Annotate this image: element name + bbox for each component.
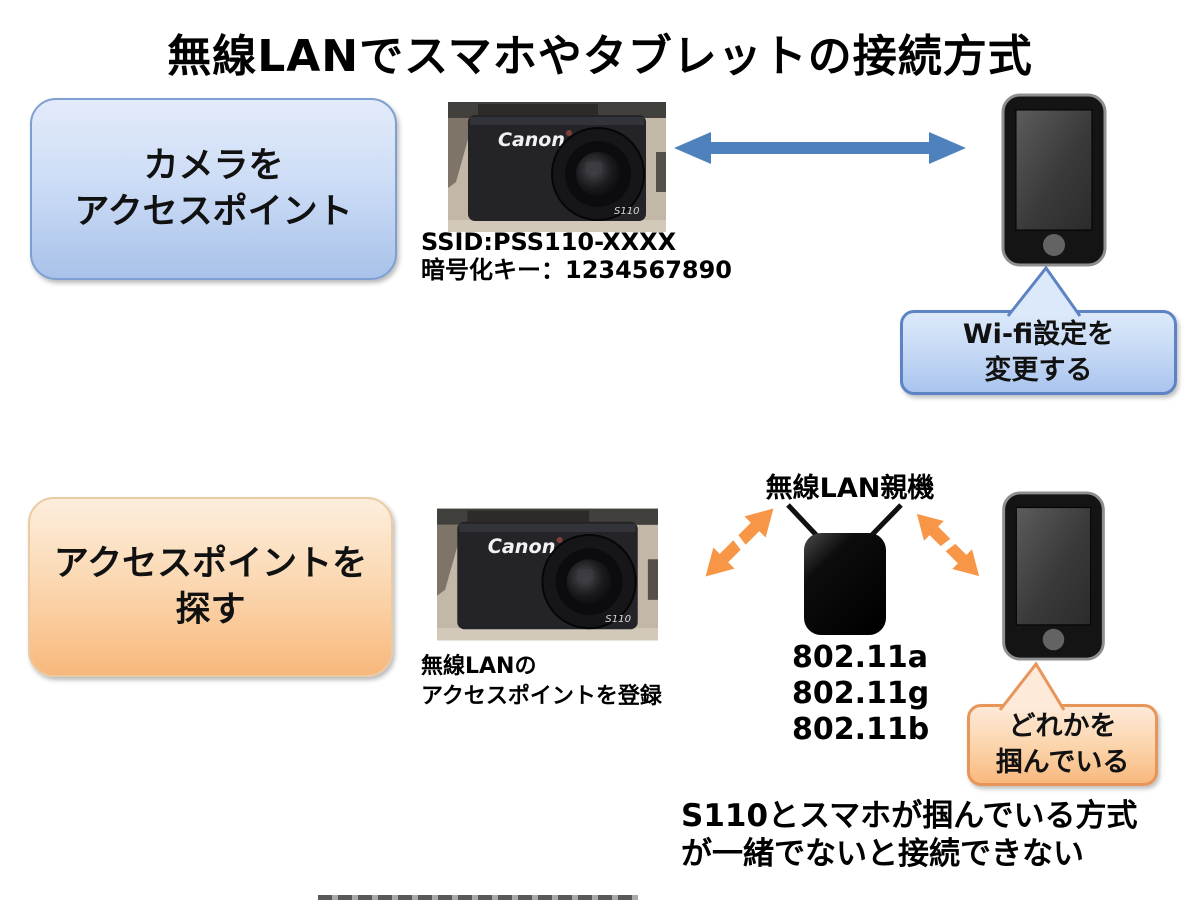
wifi-settings-line1: Wi-fi設定を <box>962 318 1115 350</box>
signal-arrow-left <box>705 508 774 577</box>
camera-as-access-point-line1: カメラを <box>143 146 284 186</box>
camera-as-access-point-box: カメラを アクセスポイント <box>30 98 397 280</box>
find-access-point-line2: 探す <box>175 590 246 630</box>
camera-red-dot <box>566 130 572 136</box>
find-access-point-line1: アクセスポイントを <box>53 544 368 584</box>
holding-one-line2: 掴んでいる <box>995 747 1130 778</box>
antenna-right <box>866 503 903 541</box>
blue-callout-tail <box>1006 265 1082 317</box>
wifi-settings-callout: Wi-fi設定を 変更する <box>900 310 1177 395</box>
connection-requirement-note: S110とスマホが掴んでいる方式 が一緒でないと接続できない <box>681 797 1161 873</box>
phone-screen <box>1015 507 1092 626</box>
camera-as-access-point-line2: アクセスポイント <box>74 192 353 232</box>
phone-screen <box>1015 109 1093 231</box>
camera-lens-glass <box>566 559 612 604</box>
standard-802-11a: 802.11a <box>792 640 929 675</box>
camera-photo: Canon S110 <box>437 508 658 641</box>
orange-callout-tail <box>998 661 1066 711</box>
standard-802-11g: 802.11g <box>792 676 930 711</box>
double-arrow-blue <box>674 132 966 164</box>
camera-red-dot <box>556 536 563 544</box>
phone-home-button <box>1042 628 1065 651</box>
find-access-point-box: アクセスポイントを 探す <box>28 497 393 677</box>
camera-photo: Canon S110 <box>448 102 666 232</box>
cropped-text-remnant <box>318 895 638 900</box>
ssid-line: SSID:PSS110-XXXX <box>421 228 677 256</box>
access-point-device <box>786 503 903 635</box>
wifi-standards-list: 802.11a 802.11g 802.11b <box>792 640 952 748</box>
register-access-point-note: 無線LANの アクセスポイントを登録 <box>421 652 761 712</box>
wifi-settings-line2: 変更する <box>984 354 1093 386</box>
camera-lens-glass <box>576 152 620 196</box>
standard-802-11b: 802.11b <box>792 712 930 747</box>
wireless-router-label: 無線LAN親機 <box>765 473 935 504</box>
smartphone <box>1001 93 1107 267</box>
page-title: 無線LANでスマホやタブレットの接続方式 <box>167 31 1033 82</box>
signal-arrow-right <box>916 513 980 577</box>
antenna-left <box>786 503 822 541</box>
camera-model-label: S110 <box>614 206 639 217</box>
ssid-info: SSID:PSS110-XXXX 暗号化キー：1234567890 <box>421 228 791 284</box>
holding-one-callout: どれかを 掴んでいる <box>967 704 1158 786</box>
encryption-key-line: 暗号化キー：1234567890 <box>421 256 732 284</box>
register-note-line2: アクセスポイントを登録 <box>421 684 662 709</box>
camera-model-label: S110 <box>605 614 631 625</box>
footnote-line1: S110とスマホが掴んでいる方式 <box>681 798 1138 834</box>
smartphone <box>1002 491 1105 661</box>
holding-one-line1: どれかを <box>1008 711 1117 742</box>
phone-home-button <box>1043 234 1065 256</box>
camera-brand-label: Canon <box>498 129 565 151</box>
footnote-line2: が一緒でないと接続できない <box>681 836 1084 872</box>
access-point-body <box>804 533 886 635</box>
register-note-line1: 無線LANの <box>421 654 537 679</box>
camera-brand-label: Canon <box>488 535 556 558</box>
